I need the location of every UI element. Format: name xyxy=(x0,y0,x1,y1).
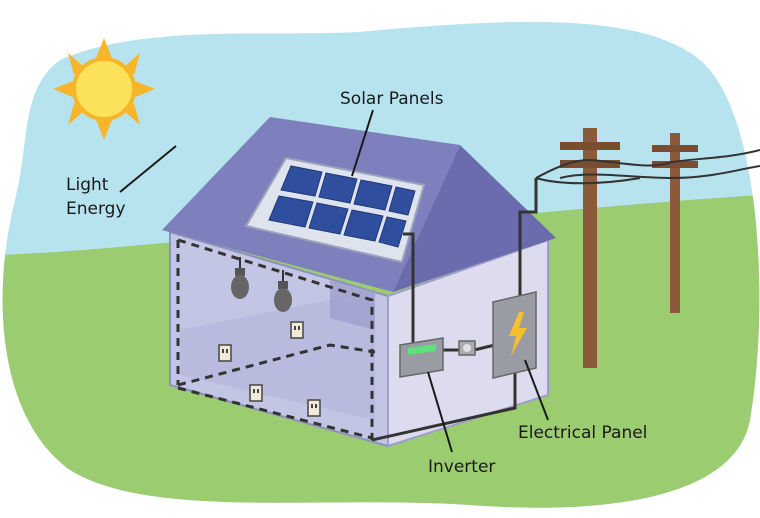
lightning-bolt-icon xyxy=(509,312,527,356)
light-energy-leader xyxy=(119,145,177,193)
light-bulb-icon xyxy=(231,257,249,299)
solar-panels-label: Solar Panels xyxy=(340,89,444,109)
sun-icon xyxy=(53,38,155,140)
outlet-icon xyxy=(307,399,321,417)
light-bulb-icon xyxy=(274,270,292,312)
electrical-panel-leader xyxy=(524,359,549,421)
house-interior-back xyxy=(330,280,375,330)
disconnect-switch xyxy=(458,340,476,356)
utility-pole-right xyxy=(652,133,698,313)
solar-panels-leader xyxy=(351,109,374,177)
solar-panel xyxy=(244,156,426,264)
outlet-icon xyxy=(249,384,263,402)
power-lines xyxy=(535,149,760,185)
house xyxy=(162,117,556,448)
inverter-leader xyxy=(427,371,453,453)
light-energy-label-2: Energy xyxy=(66,199,126,219)
roof-right xyxy=(393,145,556,292)
inverter-box xyxy=(399,337,444,378)
house-wiring xyxy=(176,238,376,440)
utility-pole-left xyxy=(560,128,620,368)
inverter-label: Inverter xyxy=(428,457,495,477)
light-energy-label-1: Light xyxy=(66,175,109,195)
solid-wiring xyxy=(371,178,538,442)
outlet-icon xyxy=(218,344,232,362)
electrical-panel-box xyxy=(492,291,537,379)
electrical-panel-label: Electrical Panel xyxy=(518,423,647,443)
outlet-icon xyxy=(290,321,304,339)
